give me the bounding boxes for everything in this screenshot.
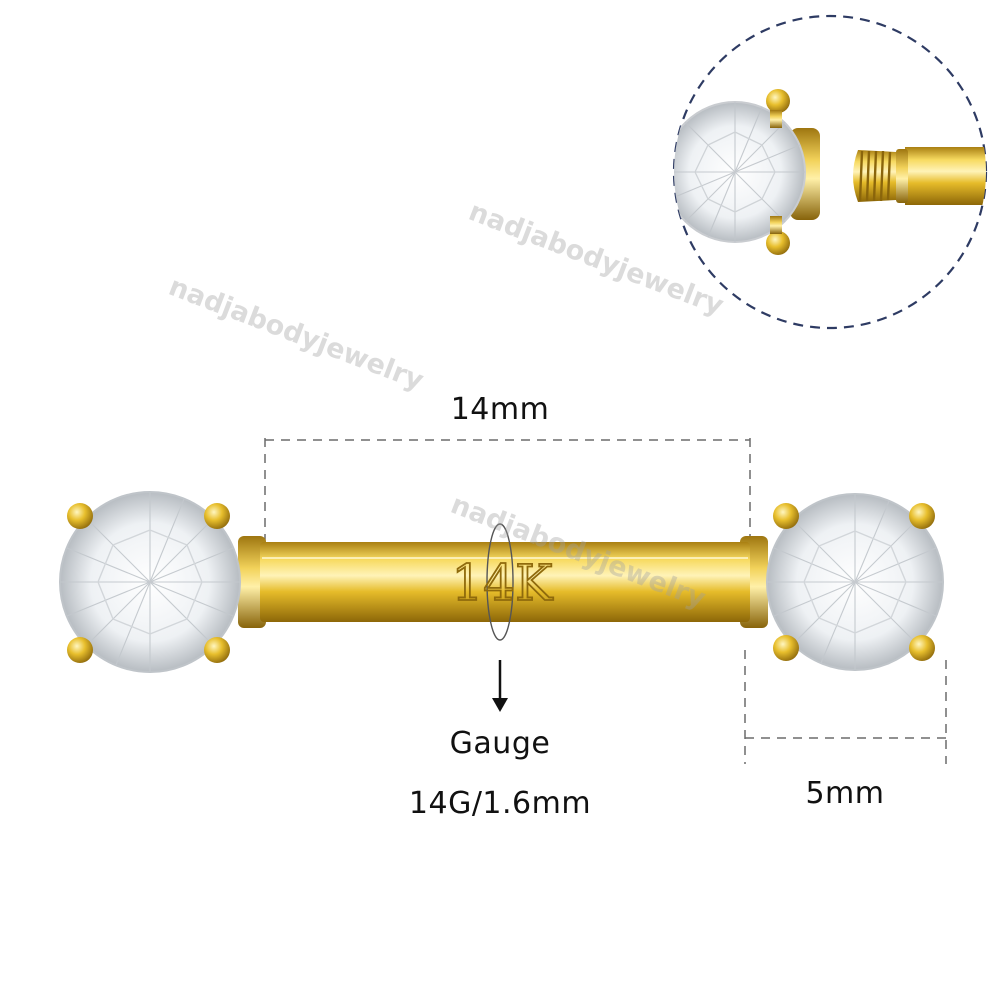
gauge-title: Gauge xyxy=(449,726,551,761)
length-label: 14mm xyxy=(450,392,550,427)
inset-detail xyxy=(672,14,988,330)
bar-engraving: 14K xyxy=(452,554,555,612)
inset-post-bar xyxy=(905,147,986,205)
gauge-value: 14G/1.6mm xyxy=(408,786,592,821)
ball-size-label: 5mm xyxy=(805,776,885,811)
ball-size-dimension xyxy=(744,650,947,764)
length-dimension xyxy=(264,438,751,542)
inset-thread xyxy=(853,150,896,202)
right-gem xyxy=(766,493,944,671)
gauge-indicator xyxy=(486,523,514,712)
barbell-bar xyxy=(238,536,768,628)
left-gem xyxy=(59,491,241,673)
inset-gem-head xyxy=(674,89,820,255)
